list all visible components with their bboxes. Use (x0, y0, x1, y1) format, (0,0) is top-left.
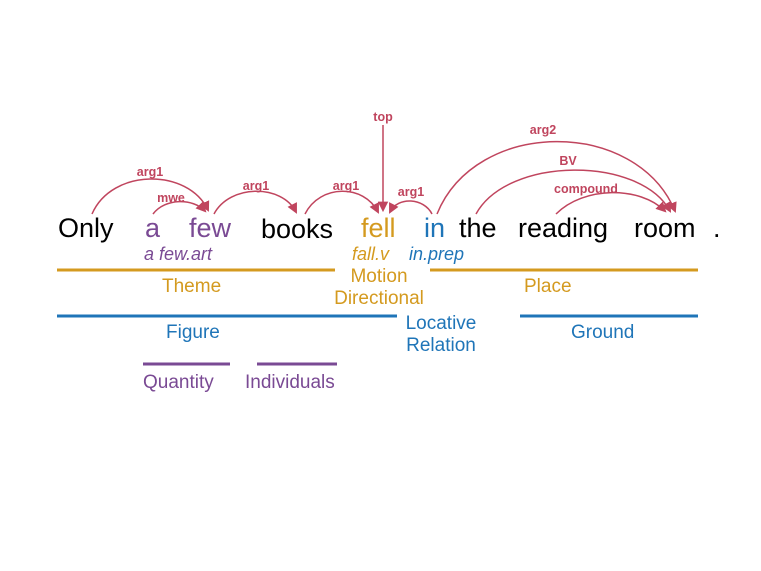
role-ground: Ground (571, 322, 635, 343)
token-books: books (261, 214, 334, 244)
token-few: few (189, 213, 232, 243)
edge-label-arg1-in-fell: arg1 (398, 185, 424, 199)
role-motion-line2: Directional (334, 288, 424, 309)
role-locative-line1: Locative (405, 313, 477, 334)
edge-arg1-books-fell (304, 190, 379, 215)
edge-arg1-only-few (91, 178, 210, 215)
token-a: a (145, 213, 161, 243)
role-locative-relation: Locative Relation (385, 313, 497, 357)
lemma-fell: fall.v (352, 244, 390, 264)
token-reading: reading (518, 213, 609, 243)
edge-label-arg1-only-few: arg1 (137, 165, 163, 179)
edge-arg1-in-fell (389, 200, 433, 215)
edge-label-top: top (373, 110, 393, 124)
role-quantity: Quantity (143, 372, 214, 393)
token-room: room (634, 213, 696, 243)
role-locative-line2: Relation (406, 335, 476, 356)
edge-label-bv: BV (559, 154, 577, 168)
token-in: in (424, 213, 446, 243)
role-place: Place (524, 276, 572, 297)
edge-arg2 (436, 140, 677, 215)
role-theme: Theme (162, 276, 222, 297)
role-motion: Motion Directional (318, 266, 440, 310)
edge-label-compound: compound (554, 182, 618, 196)
role-motion-line1: Motion (350, 266, 408, 287)
edge-label-arg1-few-books: arg1 (243, 179, 269, 193)
edge-mwe (152, 200, 207, 215)
edge-label-arg2: arg2 (530, 123, 556, 137)
edge-label-arg1-books-fell: arg1 (333, 179, 359, 193)
role-figure: Figure (166, 322, 220, 343)
token-only: Only (58, 213, 114, 243)
edge-label-mwe: mwe (157, 191, 185, 205)
token-period: . (713, 213, 721, 243)
lemma-in: in.prep (409, 244, 465, 264)
edge-bv (475, 169, 672, 215)
token-fell: fell (361, 213, 396, 243)
role-individuals: Individuals (245, 372, 335, 393)
edge-compound (555, 191, 667, 215)
token-the: the (459, 213, 497, 243)
lemma-a-few: a few.art (144, 244, 213, 264)
edge-arg1-few-books (213, 190, 297, 215)
